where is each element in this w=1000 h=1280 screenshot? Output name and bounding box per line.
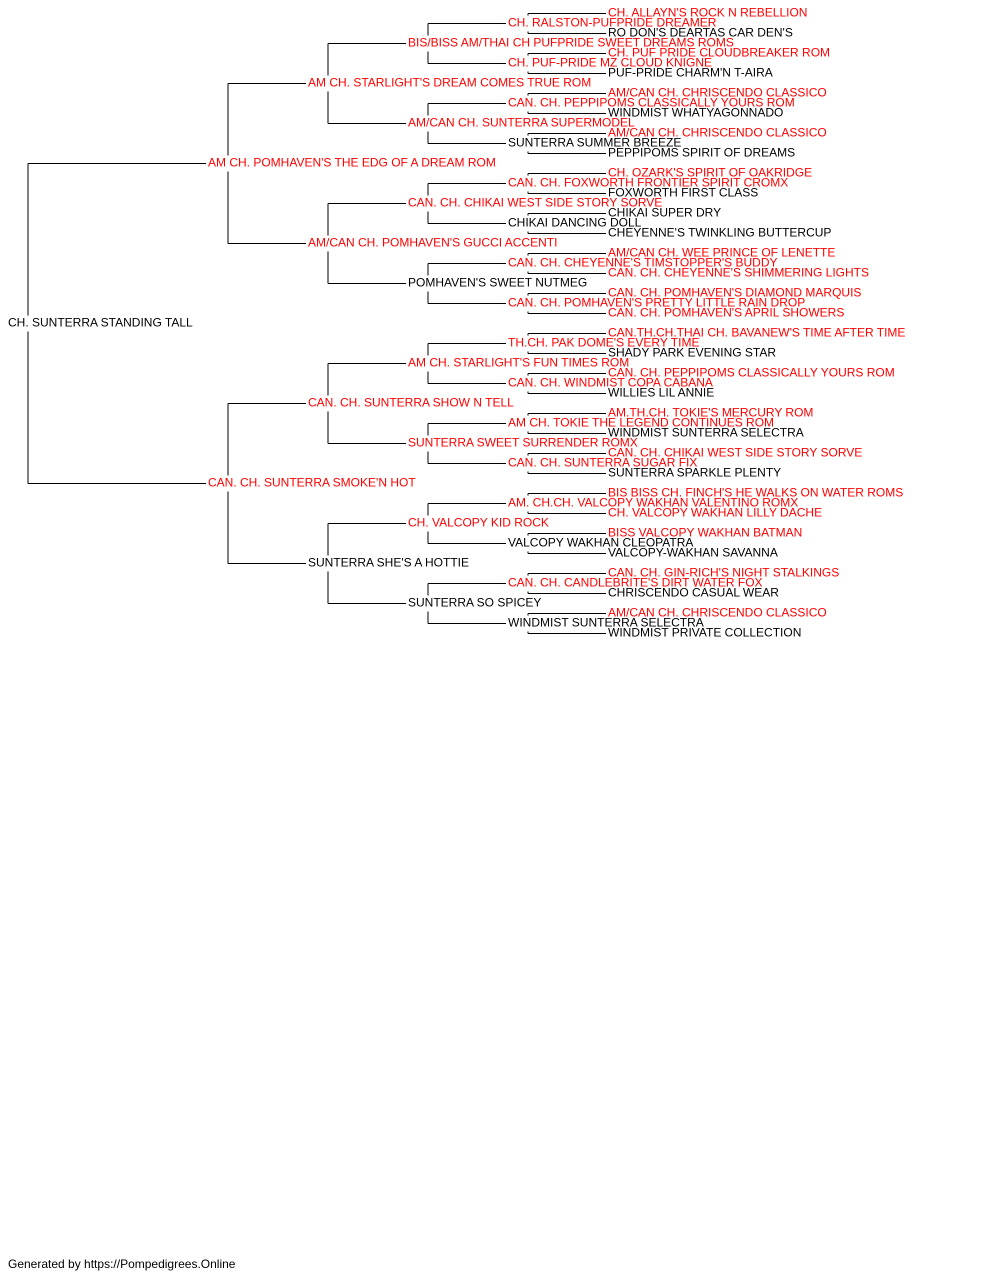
dog-name: BIS BISS CH. FINCH'S HE WALKS ON WATER R… (608, 486, 903, 500)
dog-name: CAN. CH. CANDLEBRITE'S DIRT WATER FOX (508, 576, 763, 590)
dog-name: CH. RALSTON-PUFPRIDE DREAMER (508, 16, 717, 30)
dog-name: CAN. CH. SUNTERRA SUGAR FIX (508, 456, 697, 470)
dog-name: CH. PUF-PRIDE MZ CLOUD KNIGNE (508, 56, 712, 70)
dog-name: PEPPIPOMS SPIRIT OF DREAMS (608, 146, 795, 160)
dog-name: VALCOPY WAKHAN CLEOPATRA (508, 536, 693, 550)
dog-name: CAN. CH. GIN-RICH'S NIGHT STALKINGS (608, 566, 839, 580)
dog-name: CAN. CH. FOXWORTH FRONTIER SPIRIT CROMX (508, 176, 788, 190)
dog-name: AM/CAN CH. CHRISCENDO CLASSICO (608, 86, 827, 100)
dog-name: RO DON'S DEARTAS CAR DEN'S (608, 26, 793, 40)
dog-name: AM/CAN CH. CHRISCENDO CLASSICO (608, 606, 827, 620)
dog-name: CAN. CH. POMHAVEN'S APRIL SHOWERS (608, 306, 844, 320)
dog-name: CHRISCENDO CASUAL WEAR (608, 586, 779, 600)
dog-name: CHIKAI SUPER DRY (608, 206, 721, 220)
dog-name: CAN. CH. CHEYENNE'S TIMSTOPPER'S BUDDY (508, 256, 778, 270)
dog-name: CAN. CH. CHIKAI WEST SIDE STORY SORVE (408, 196, 662, 210)
dog-name: SHADY PARK EVENING STAR (608, 346, 776, 360)
dog-name: AM/CAN CH. WEE PRINCE OF LENETTE (608, 246, 835, 260)
dog-name: SUNTERRA SUMMER BREEZE (508, 136, 681, 150)
dog-name: AM CH. POMHAVEN'S THE EDG OF A DREAM ROM (208, 156, 496, 170)
footer-credit: Generated by https://Pompedigrees.Online (8, 1257, 236, 1271)
dog-name: CH. SUNTERRA STANDING TALL (8, 316, 193, 330)
dog-name: CAN. CH. POMHAVEN'S DIAMOND MARQUIS (608, 286, 861, 300)
dog-name: CHEYENNE'S TWINKLING BUTTERCUP (608, 226, 831, 240)
dog-name: BISS VALCOPY WAKHAN BATMAN (608, 526, 802, 540)
dog-name: SUNTERRA SO SPICEY (408, 596, 541, 610)
dog-name: WINDMIST WHATYAGONNADO (608, 106, 783, 120)
dog-name: WINDMIST PRIVATE COLLECTION (608, 626, 801, 640)
dog-name: AM/CAN CH. POMHAVEN'S GUCCI ACCENTI (308, 236, 557, 250)
dog-name: SUNTERRA SPARKLE PLENTY (608, 466, 781, 480)
dog-name: CAN. CH. CHEYENNE'S SHIMMERING LIGHTS (608, 266, 869, 280)
dog-name: VALCOPY-WAKHAN SAVANNA (608, 546, 778, 560)
dog-name: AM CH. STARLIGHT'S DREAM COMES TRUE ROM (308, 76, 591, 90)
dog-name: SUNTERRA SWEET SURRENDER ROMX (408, 436, 638, 450)
dog-name: BIS/BISS AM/THAI CH PUFPRIDE SWEET DREAM… (408, 36, 734, 50)
dog-name: AM CH. STARLIGHT'S FUN TIMES ROM (408, 356, 629, 370)
dog-name: TH.CH. PAK DOME'S EVERY TIME (508, 336, 699, 350)
dog-name: CH. ALLAYN'S ROCK N REBELLION (608, 6, 807, 20)
dog-name: CHIKAI DANCING DOLL (508, 216, 642, 230)
dog-name: CAN. CH. CHIKAI WEST SIDE STORY SORVE (608, 446, 862, 460)
dog-name: AM/CAN CH. SUNTERRA SUPERMODEL (408, 116, 635, 130)
dog-name: CAN. CH. WINDMIST COPA CABANA (508, 376, 713, 390)
dog-name: AM/CAN CH. CHRISCENDO CLASSICO (608, 126, 827, 140)
dog-name: AM.TH.CH. TOKIE'S MERCURY ROM (608, 406, 813, 420)
dog-name: AM CH. TOKIE THE LEGEND CONTINUES ROM (508, 416, 774, 430)
dog-name: CH. OZARK'S SPIRIT OF OAKRIDGE (608, 166, 812, 180)
dog-name: CAN. CH. SUNTERRA SHOW N TELL (308, 396, 514, 410)
dog-name: WINDMIST SUNTERRA SELECTRA (508, 616, 704, 630)
dog-name: FOXWORTH FIRST CLASS (608, 186, 758, 200)
dog-name: AM. CH.CH. VALCOPY WAKHAN VALENTINO ROMX (508, 496, 798, 510)
dog-name: CAN. CH. PEPPIPOMS CLASSICALLY YOURS ROM (608, 366, 895, 380)
dog-name: CH. VALCOPY KID ROCK (408, 516, 549, 530)
dog-name: CAN. CH. SUNTERRA SMOKE'N HOT (208, 476, 416, 490)
dog-name: CAN.TH.CH.THAI CH. BAVANEW'S TIME AFTER … (608, 326, 905, 340)
dog-name: POMHAVEN'S SWEET NUTMEG (408, 276, 587, 290)
dog-name: CAN. CH. POMHAVEN'S PRETTY LITTLE RAIN D… (508, 296, 805, 310)
dog-name: WILLIES LIL ANNIE (608, 386, 714, 400)
dog-name: CH. VALCOPY WAKHAN LILLY DACHE (608, 506, 822, 520)
dog-name: PUF-PRIDE CHARM'N T-AIRA (608, 66, 773, 80)
dog-name: CAN. CH. PEPPIPOMS CLASSICALLY YOURS ROM (508, 96, 795, 110)
dog-name: SUNTERRA SHE'S A HOTTIE (308, 556, 469, 570)
dog-name: WINDMIST SUNTERRA SELECTRA (608, 426, 804, 440)
dog-name: CH. PUF PRIDE CLOUDBREAKER ROM (608, 46, 830, 60)
